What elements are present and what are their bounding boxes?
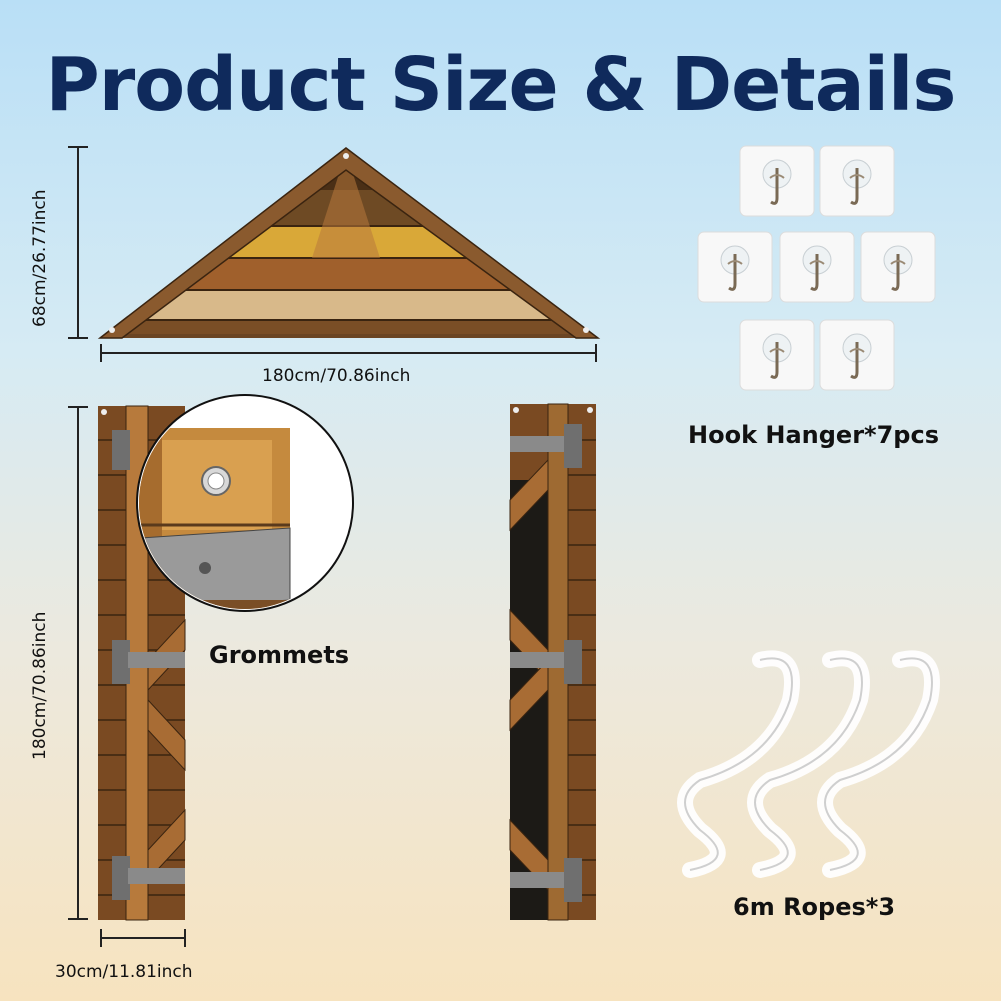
hinge-icon	[510, 872, 566, 888]
tick	[68, 406, 88, 408]
tick	[68, 337, 88, 339]
tick	[68, 146, 88, 148]
panel-width-label: 30cm/11.81inch	[55, 962, 193, 982]
triangle-height-line	[77, 146, 79, 339]
tick	[68, 918, 88, 920]
ropes-label: 6m Ropes*3	[733, 893, 896, 921]
hooks-label: Hook Hanger*7pcs	[688, 421, 939, 449]
hinge-icon	[510, 652, 566, 668]
hinge-icon	[128, 652, 185, 668]
panel-height-line	[77, 406, 79, 920]
grommets-label: Grommets	[209, 641, 350, 669]
tick	[184, 929, 186, 947]
triangle-width-line	[100, 352, 597, 354]
panel-width-line	[100, 937, 185, 939]
page-title: Product Size & Details	[45, 42, 957, 128]
triangle-width-label: 180cm/70.86inch	[262, 366, 411, 386]
tick	[100, 344, 102, 362]
hinge-icon	[510, 436, 566, 452]
tick	[100, 929, 102, 947]
hinge-icon	[128, 868, 185, 884]
tick	[595, 344, 597, 362]
